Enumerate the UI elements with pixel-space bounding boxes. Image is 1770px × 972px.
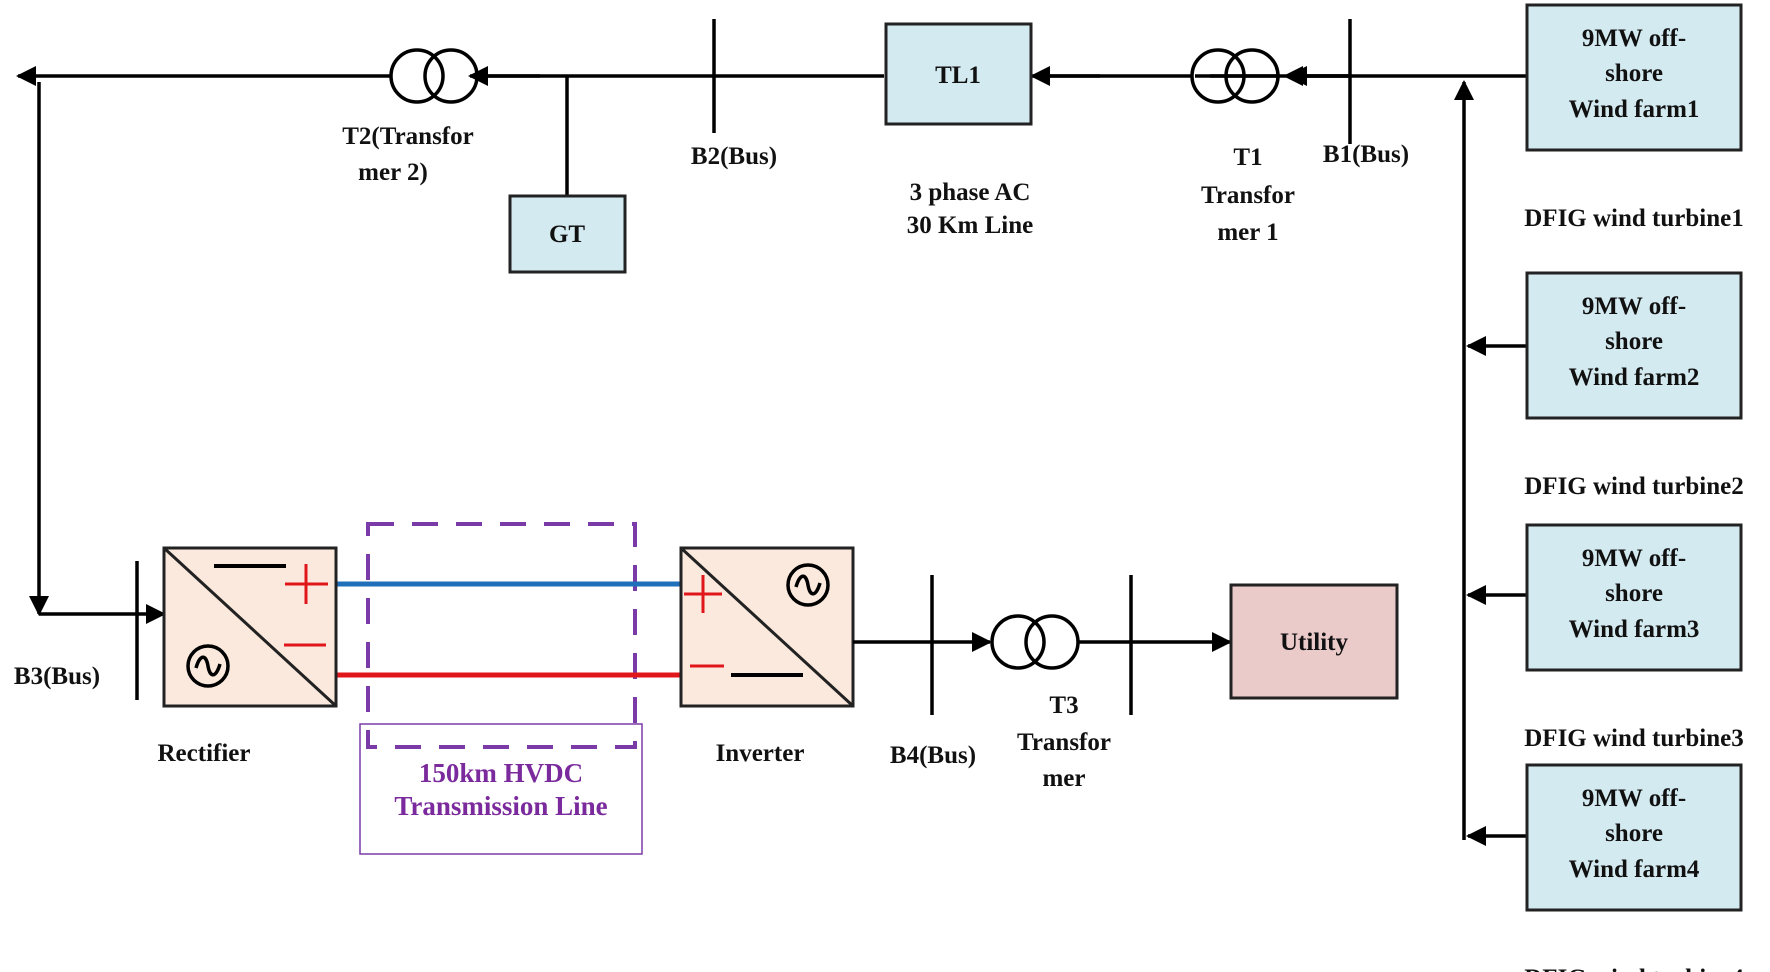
wind-turbine-3-label: DFIG wind turbine3 [1524, 725, 1743, 752]
b3-label: B3(Bus) [14, 663, 100, 690]
hvdc-label-box [359, 723, 643, 855]
hvdc-label-line1: 150km HVDC [419, 758, 583, 788]
tl1-box [884, 22, 1033, 126]
wind-turbine-4-label: DFIG wind turbine4 [1524, 965, 1744, 972]
rectifier-symbol [162, 546, 338, 708]
b2-label: B2(Bus) [691, 143, 777, 170]
wind-farm-1-box [1525, 3, 1743, 152]
ac-feeder [16, 66, 1527, 196]
inverter-label: Inverter [716, 740, 805, 767]
t2-label-line2: mer 2) [358, 159, 428, 186]
wind-farm-3-title-line2: shore [1605, 580, 1663, 607]
tl1-label: TL1 [935, 62, 981, 89]
utility-label: Utility [1280, 629, 1349, 656]
wind-farm-1-title-line1: 9MW off- [1582, 25, 1686, 52]
wind-farm-2-title-line1: 9MW off- [1582, 293, 1686, 320]
rectifier-sine-icon [194, 655, 222, 677]
rectifier-ac-circle [186, 644, 230, 688]
wind-farm-1-title-line2: shore [1605, 60, 1663, 87]
wind-farm-2-title-line3: Wind farm2 [1569, 364, 1700, 391]
hvdc-label-line2: Transmission Line [394, 791, 607, 821]
wind-farm-4-box [1525, 763, 1743, 912]
inverter-diagonal [679, 546, 855, 708]
wind-farm-3-title-line3: Wind farm3 [1569, 616, 1700, 643]
line-desc-line1: 3 phase AC [910, 179, 1031, 206]
gt-label: GT [549, 221, 585, 248]
inverter-sine-icon [794, 574, 822, 596]
rectifier-diagonal [162, 546, 338, 708]
wind-farm-1-title-line3: Wind farm1 [1569, 96, 1700, 123]
inverter-symbol [679, 546, 855, 708]
t3-label-line1: T3 [1049, 692, 1078, 719]
wind-farm-2-title-line2: shore [1605, 328, 1663, 355]
wind-farm-2-box [1525, 271, 1743, 420]
wind-farm-3-box [1525, 523, 1743, 672]
t1-label-line2: Transfor [1201, 182, 1295, 209]
utility-box [1229, 583, 1399, 700]
hvdc-dashed-region [366, 522, 637, 749]
t2-label-line1: T2(Transfor [342, 123, 473, 150]
transformer-t1-symbol [1190, 48, 1280, 104]
b4-label: B4(Bus) [890, 742, 976, 769]
inverter-ac-circle [786, 563, 830, 607]
wind-farm-3-title-line1: 9MW off- [1582, 545, 1686, 572]
transformer-t3-symbol [990, 614, 1080, 670]
wind-turbine-1-label: DFIG wind turbine1 [1524, 205, 1743, 232]
transformer-t2-symbol [389, 48, 479, 104]
line-desc-line2: 30 Km Line [907, 212, 1033, 239]
gt-box [508, 194, 627, 274]
wind-farm-4-title-line3: Wind farm4 [1569, 856, 1700, 883]
wind-farm-4-title-line2: shore [1605, 820, 1663, 847]
t3-label-line2: Transfor [1017, 729, 1111, 756]
wind-farm-4-title-line1: 9MW off- [1582, 785, 1686, 812]
rectifier-label: Rectifier [158, 740, 251, 767]
b1-label: B1(Bus) [1323, 141, 1409, 168]
t1-label-line1: T1 [1233, 144, 1262, 171]
t1-label-line3: mer 1 [1217, 219, 1278, 246]
wind-turbine-2-label: DFIG wind turbine2 [1524, 473, 1743, 500]
t3-label-line3: mer [1042, 765, 1085, 792]
